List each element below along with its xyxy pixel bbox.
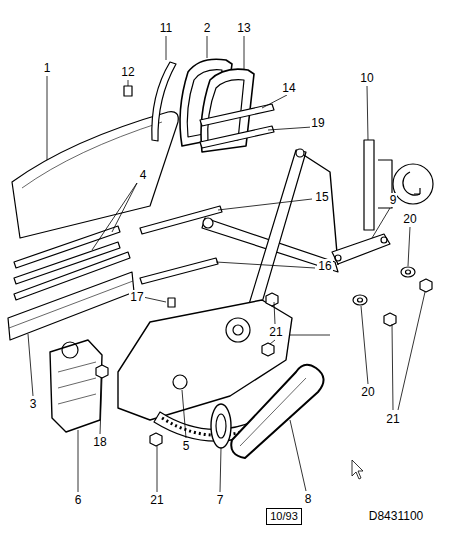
callout-number: 21 (268, 325, 283, 339)
callout-number: 2 (203, 21, 212, 35)
callout-number: 17 (129, 290, 144, 304)
drawing-number: D8431100 (368, 509, 425, 523)
callout-number: 14 (281, 81, 296, 95)
date-text: 10/93 (270, 510, 298, 522)
callout-number: 4 (139, 168, 148, 182)
callout-number: 6 (74, 493, 83, 507)
callout-number: 16 (317, 259, 332, 273)
callout-number: 5 (182, 439, 191, 453)
callout-number: 13 (236, 21, 251, 35)
callout-number: 8 (304, 492, 313, 506)
callout-number: 21 (149, 493, 164, 507)
callout-number: 1 (43, 61, 52, 75)
callout-number: 19 (310, 116, 325, 130)
callout-number: 3 (29, 397, 38, 411)
date-box: 10/93 (266, 508, 302, 525)
callout-number: 21 (385, 412, 400, 426)
callout-number: 20 (360, 385, 375, 399)
callout-number: 7 (216, 493, 225, 507)
callout-number: 11 (159, 21, 173, 35)
callout-number: 9 (389, 193, 398, 207)
callout-number: 15 (314, 190, 329, 204)
callout-number: 18 (92, 435, 107, 449)
callout-number: 12 (120, 65, 135, 79)
callout-number: 10 (359, 71, 374, 85)
callout-number: 20 (402, 212, 417, 226)
